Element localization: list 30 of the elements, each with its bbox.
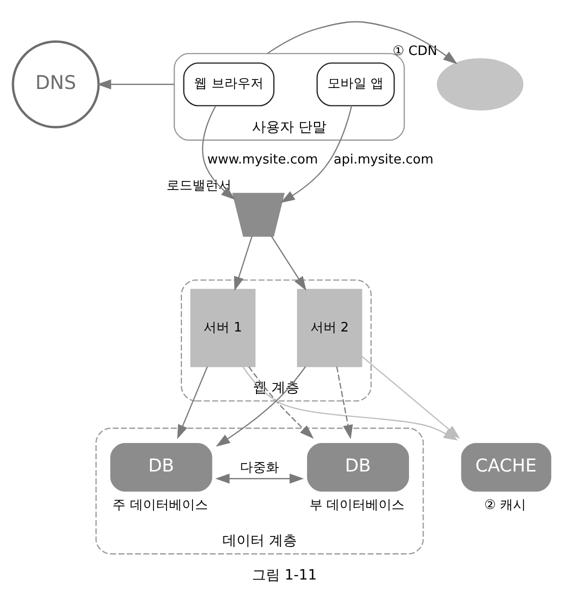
node-label: ② 캐시 — [484, 498, 526, 514]
arrow — [266, 21, 458, 64]
caption: 그림 1-11 — [252, 567, 317, 584]
node-box: 서버 1 — [190, 288, 256, 368]
node-cloud — [436, 58, 524, 110]
arrow — [96, 79, 174, 90]
arrow — [336, 366, 353, 440]
node-box: 모바일 앱 — [316, 62, 395, 106]
node-circle: DNS — [12, 40, 100, 128]
node-label: 로드밸런서 — [166, 178, 232, 194]
arrow — [248, 366, 314, 439]
node-box: 웹 브라우저 — [183, 62, 274, 106]
arrow — [362, 356, 460, 439]
node-box: CACHE — [461, 443, 552, 492]
node-trapezium — [232, 192, 285, 237]
arrow — [215, 474, 304, 484]
arrow — [271, 236, 306, 291]
node-box: DB — [110, 443, 212, 492]
arrow — [216, 366, 306, 447]
arrow — [177, 366, 208, 440]
node-box: DB — [307, 443, 409, 492]
edge-label: api.mysite.com — [334, 152, 434, 168]
arrow — [202, 106, 236, 200]
edge-label: www.mysite.com — [207, 152, 318, 168]
edge-label: 다중화 — [240, 460, 280, 476]
node-label: 부 데이터베이스 — [309, 498, 405, 514]
node-box: 서버 2 — [296, 288, 362, 368]
arrow — [280, 106, 352, 203]
arrow — [234, 236, 252, 291]
node-label: 주 데이터베이스 — [112, 498, 208, 514]
